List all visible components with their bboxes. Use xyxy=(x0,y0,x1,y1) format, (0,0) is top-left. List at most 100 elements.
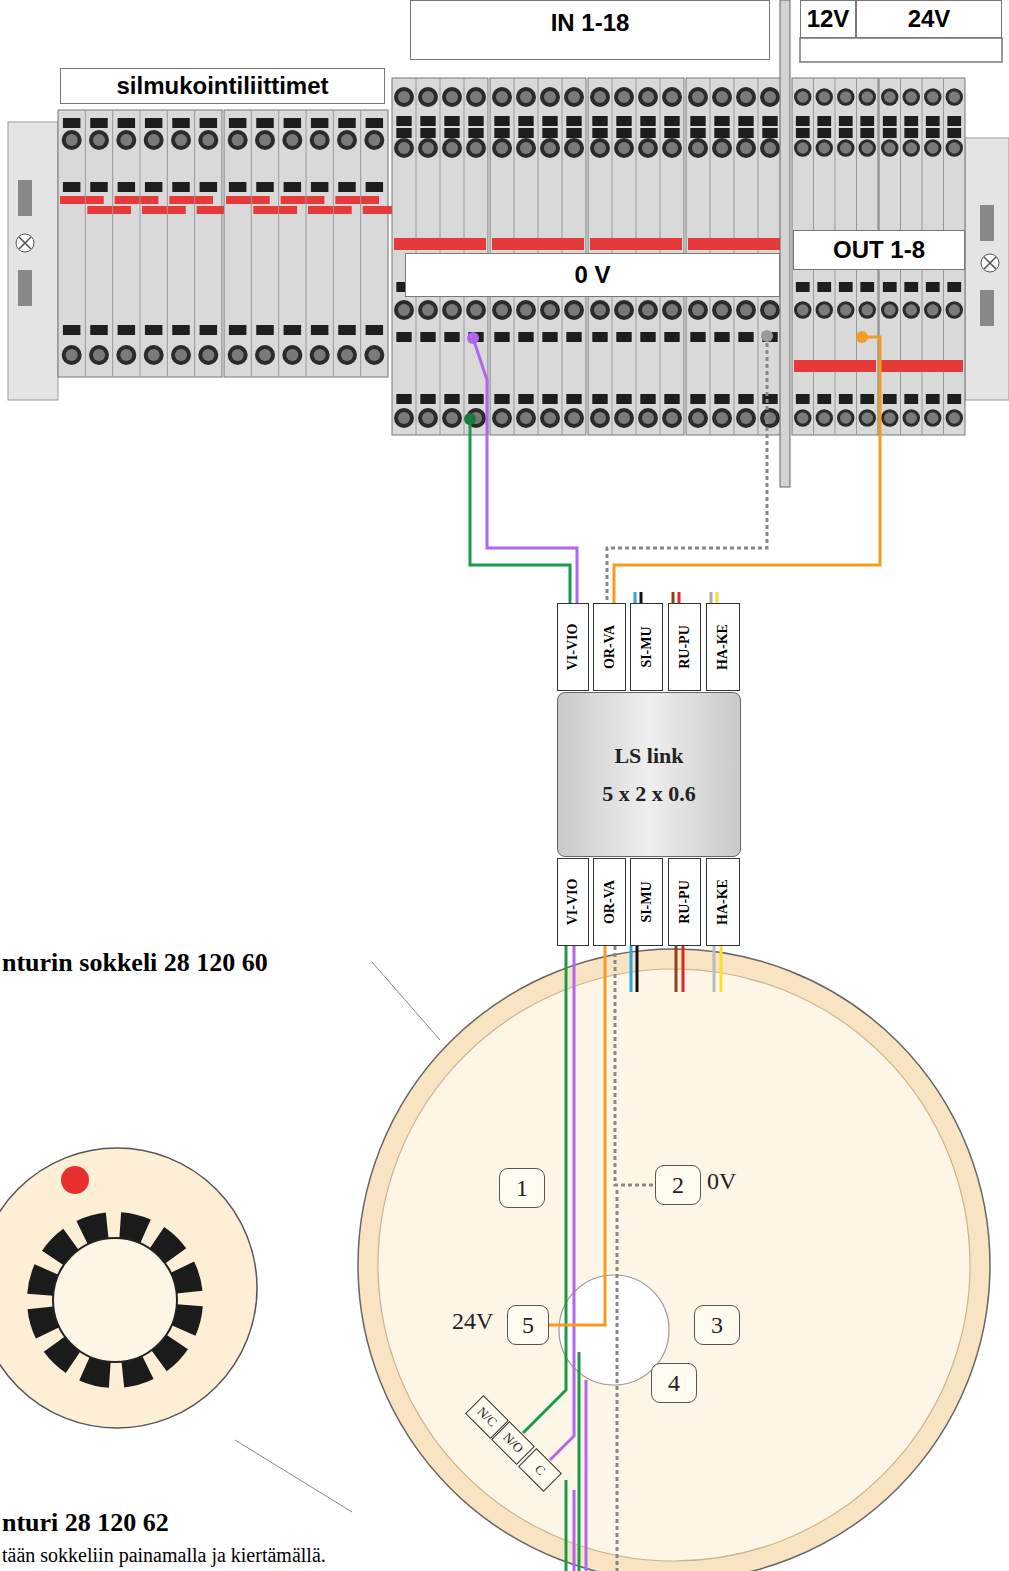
wire-entry xyxy=(470,304,482,316)
jumper-bar xyxy=(253,206,297,214)
label-box: OUT 1-8 xyxy=(793,230,965,270)
wire-entry xyxy=(540,300,560,320)
orange-wire xyxy=(614,337,880,603)
cable-core-label: VI-VIO xyxy=(557,858,589,946)
wire-entry xyxy=(590,87,610,107)
wire-entry xyxy=(564,138,584,158)
wire-entry xyxy=(859,301,877,319)
wire-entry xyxy=(442,300,462,320)
release-slot xyxy=(229,118,246,128)
release-slot xyxy=(311,325,328,335)
wire-entry xyxy=(638,87,658,107)
sensor-contacts xyxy=(27,1212,203,1388)
node-title: SI-MU xyxy=(639,626,655,667)
terminal-blocks xyxy=(58,78,965,435)
release-slot xyxy=(714,128,729,138)
screw-symbol xyxy=(19,237,31,249)
release-slot xyxy=(494,116,509,126)
wire-entry xyxy=(171,130,191,150)
terminal-divider xyxy=(306,110,307,377)
wire-entry xyxy=(688,138,708,158)
jumper-bar xyxy=(281,196,325,204)
release-slot xyxy=(284,325,301,335)
wire-entry xyxy=(819,412,831,424)
wire-entry xyxy=(716,91,728,103)
wire-entry xyxy=(949,412,961,424)
wire-entry xyxy=(840,304,852,316)
release-slot xyxy=(366,118,383,128)
wire-entry xyxy=(688,300,708,320)
wire-entry xyxy=(442,408,462,428)
wire-connector xyxy=(549,946,605,1325)
release-slot xyxy=(904,116,918,126)
release-slot xyxy=(839,394,853,404)
yellow-core xyxy=(716,592,719,603)
release-slot xyxy=(311,182,328,192)
wire-entry xyxy=(618,142,630,154)
release-slot xyxy=(616,128,631,138)
cable-core-label: RU-PU xyxy=(668,603,701,691)
wire-entry xyxy=(368,349,380,361)
node-title: HA-KE xyxy=(715,624,731,670)
node-title: OR-VA xyxy=(602,625,618,669)
wire-entry xyxy=(712,408,732,428)
wire-entry xyxy=(924,301,942,319)
node-title: RU-PU xyxy=(677,880,693,924)
node-subtitle: 5 x 2 x 0.6 xyxy=(602,781,696,807)
wire-entry xyxy=(614,408,634,428)
release-slot xyxy=(256,118,273,128)
release-slot xyxy=(229,182,246,192)
wire-entry xyxy=(740,142,752,154)
node-title: silmukointiliittimet xyxy=(116,72,328,100)
release-slot xyxy=(566,116,581,126)
wire-entry xyxy=(618,412,630,424)
wire-entry xyxy=(638,138,658,158)
release-slot xyxy=(947,282,961,292)
release-slot xyxy=(640,128,655,138)
wire-entry xyxy=(398,412,410,424)
wire-entry xyxy=(760,138,780,158)
grey-core xyxy=(713,946,716,992)
wire-entry xyxy=(568,304,580,316)
release-slot xyxy=(592,128,607,138)
release-slot xyxy=(616,394,631,404)
jumper-bar xyxy=(169,196,213,204)
socket-body xyxy=(358,949,990,1571)
wire-entry xyxy=(924,139,942,157)
bracket-slot xyxy=(18,270,32,306)
screw-symbol xyxy=(981,254,999,272)
wire-entry xyxy=(259,134,271,146)
wire-entry xyxy=(398,304,410,316)
wire-entry xyxy=(368,134,380,146)
release-slot xyxy=(518,128,533,138)
wire-entry xyxy=(418,300,438,320)
wire-entry xyxy=(618,304,630,316)
socket-pin: 4 xyxy=(651,1363,697,1403)
release-slot xyxy=(817,282,831,292)
wire-entry xyxy=(819,142,831,154)
release-slot xyxy=(762,116,777,126)
wire-entry xyxy=(175,349,187,361)
green-wire xyxy=(578,1352,581,1571)
release-slot xyxy=(947,394,961,404)
node-title: 24V xyxy=(908,5,951,33)
wire-entry xyxy=(282,345,302,365)
release-slot xyxy=(494,332,509,342)
release-slot xyxy=(690,332,705,342)
release-slot xyxy=(664,116,679,126)
red-core xyxy=(678,592,681,603)
wire-entry xyxy=(712,300,732,320)
terminal-module xyxy=(224,110,388,377)
release-slot xyxy=(396,394,411,404)
release-slot xyxy=(90,118,107,128)
wire-entry xyxy=(540,408,560,428)
release-slot xyxy=(420,128,435,138)
release-slot xyxy=(338,325,355,335)
wire-entry xyxy=(466,300,486,320)
label-box: 24V xyxy=(856,0,1002,38)
jumper-bar xyxy=(226,196,270,204)
node-title: SI-MU xyxy=(639,881,655,922)
node-title: LS link xyxy=(614,743,683,769)
wire-entry xyxy=(544,91,556,103)
violet-wire xyxy=(473,338,577,603)
